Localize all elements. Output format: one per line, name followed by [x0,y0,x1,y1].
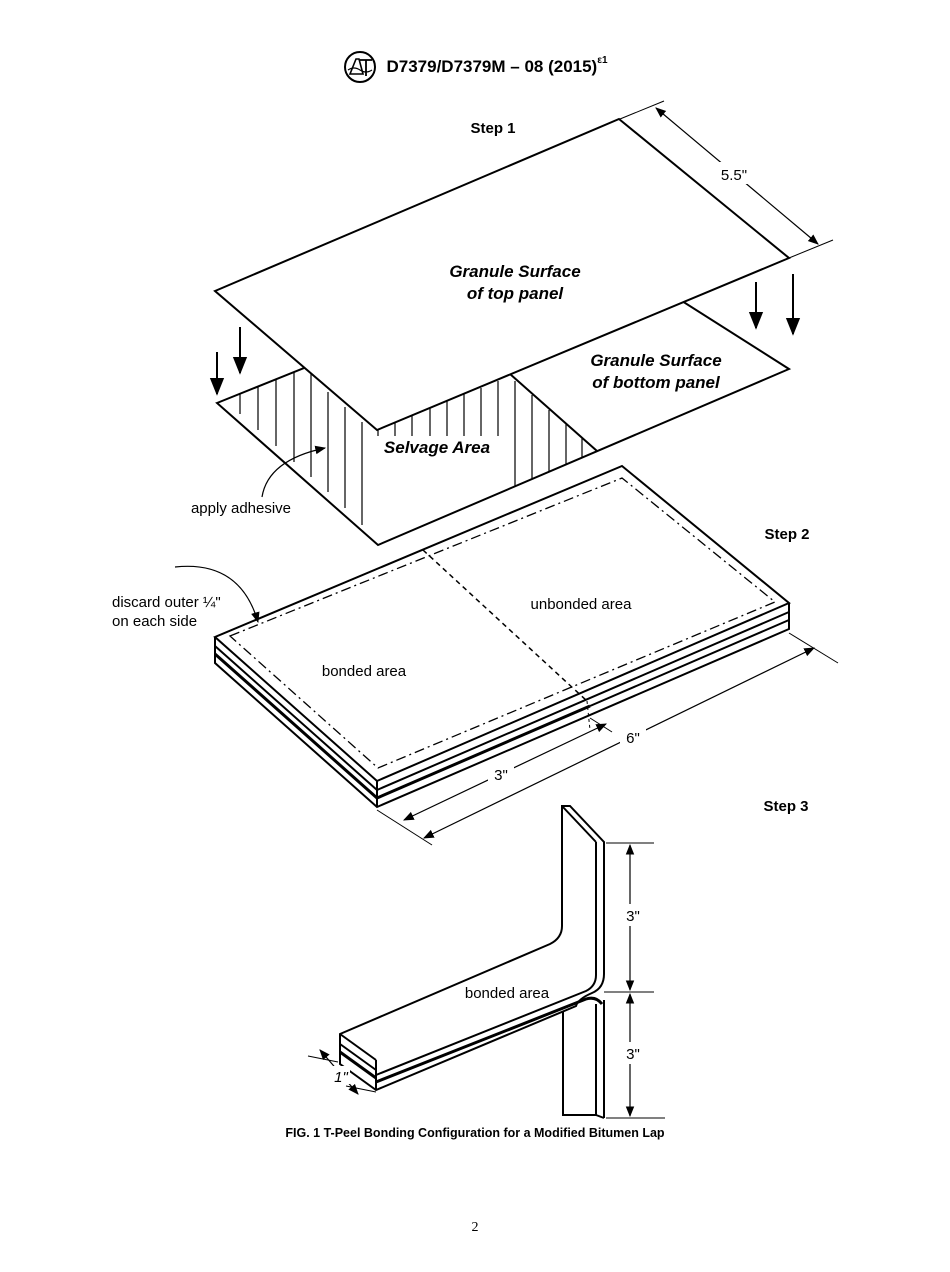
astm-logo-icon [344,51,377,83]
bottom-panel-label-2: of bottom panel [592,373,721,392]
epsilon-superscript: ε1 [597,55,608,67]
selvage-area-label: Selvage Area [384,438,490,457]
apply-adhesive-label: apply adhesive [191,500,291,517]
step1-diagram: 5.5" Step 1 Granule Surface of top panel… [191,100,834,547]
step3-label: Step 3 [763,798,808,815]
step2-label: Step 2 [764,526,809,543]
dim-3-label: 3" [494,767,508,784]
dim-6-label: 6" [626,730,640,747]
standard-designation: D7379/D7379M – 08 (2015)ε1 [386,55,608,76]
dim-width-label: 1" [334,1069,348,1086]
selvage-hatch [239,365,583,525]
page-number: 2 [471,1220,479,1235]
discard-label-2: on each side [112,613,197,630]
step3-bonded-area-label: bonded area [465,985,550,1002]
discard-leader [174,565,260,624]
discard-label-1: discard outer ¼" [112,594,221,611]
dim-upper-label: 3" [626,908,640,925]
bottom-panel-label-1: Granule Surface [590,351,721,370]
page-header: D7379/D7379M – 08 (2015)ε1 [0,50,950,89]
discard-border [228,477,777,769]
bond-boundary [422,549,588,702]
step1-label: Step 1 [470,120,515,137]
step3-diagram: Step 3 bonded area 3" 3" 1" [307,798,809,1119]
unbonded-area-label: unbonded area [531,596,633,613]
laminate-top-face [213,464,791,783]
bonded-area-label: bonded area [322,663,407,680]
adhesive-leader [261,445,327,498]
figure-caption: FIG. 1 T-Peel Bonding Configuration for … [285,1126,665,1140]
top-panel-label-1: Granule Surface [449,262,580,281]
dim-lower-label: 3" [626,1046,640,1063]
top-panel-label-2: of top panel [467,284,565,303]
step2-diagram: Step 2 discard outer ¼" on each side unb… [112,464,839,846]
dim-5-5-label: 5.5" [721,167,747,184]
